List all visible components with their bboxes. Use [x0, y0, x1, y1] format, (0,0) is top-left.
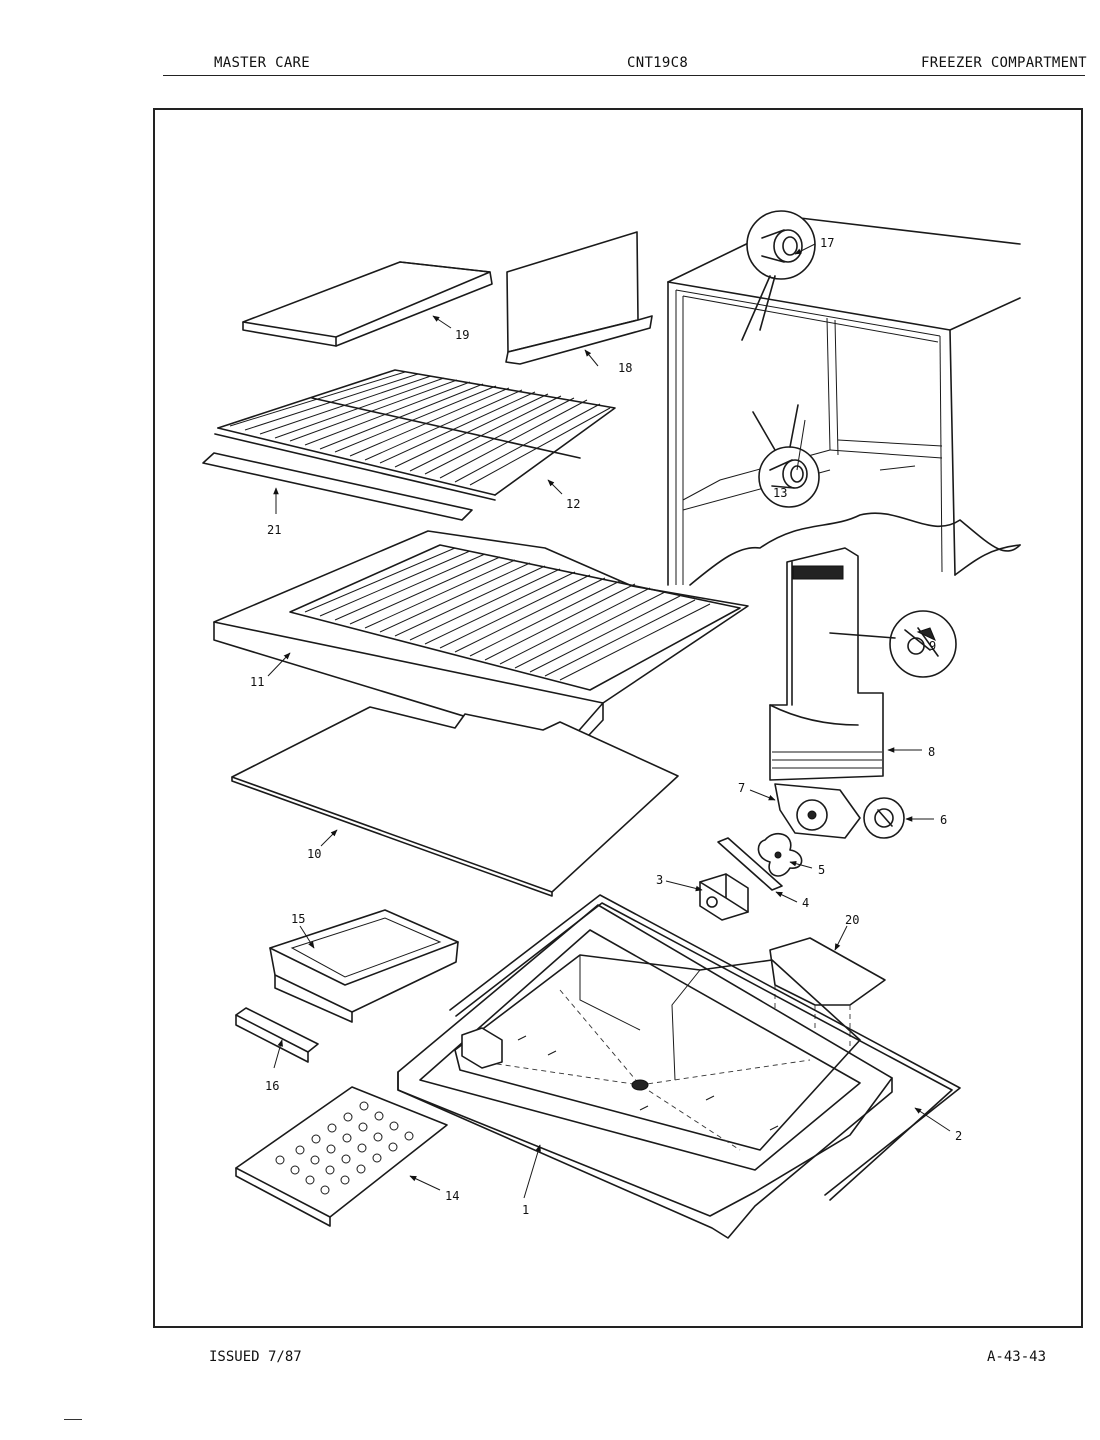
part-13-inset [752, 404, 820, 508]
header-model-number: CNT19C8 [627, 55, 689, 71]
callout-16: 16 [265, 1079, 279, 1093]
diagram-frame [153, 108, 1083, 1328]
part-5-fan-blade [757, 832, 803, 877]
header-rule [163, 75, 1085, 76]
part-1-freezer-floor [397, 904, 893, 1239]
leader-arrows [267, 243, 951, 1199]
callout-8: 8 [928, 745, 935, 759]
callout-6: 6 [940, 813, 947, 827]
callout-10: 10 [307, 847, 321, 861]
part-7-fan-bracket [774, 783, 861, 839]
margin-mark [64, 1419, 82, 1420]
part-18-panel [505, 231, 653, 365]
callout-4: 4 [802, 896, 809, 910]
part-10-glass-pane [231, 706, 679, 897]
footer-page-code: A-43-43 [987, 1349, 1047, 1365]
part-4-bracket [717, 837, 783, 891]
part-16-handle [235, 1007, 319, 1063]
callout-2: 2 [955, 1129, 962, 1143]
callout-3: 3 [656, 873, 663, 887]
callout-1: 1 [522, 1203, 529, 1217]
callout-18: 18 [618, 361, 632, 375]
part-21-front-rail [202, 452, 473, 521]
part-3-fan-motor [699, 873, 749, 921]
part-15-ice-bin [269, 909, 459, 1023]
part-8-air-duct [769, 547, 884, 781]
callout-21: 21 [267, 523, 281, 537]
footer-issued-date: ISSUED 7/87 [209, 1349, 302, 1365]
callout-11: 11 [250, 675, 264, 689]
part-6-inset [863, 797, 905, 839]
callout-15: 15 [291, 912, 305, 926]
part-14-ice-tray [235, 1086, 448, 1227]
freezer-cabinet [667, 217, 1021, 586]
callout-5: 5 [818, 863, 825, 877]
part-2-trim [449, 894, 961, 1201]
header-section-title: FREEZER COMPARTMENT [921, 55, 1087, 71]
part-17-inset [741, 210, 816, 341]
callout-7: 7 [738, 781, 745, 795]
callout-19: 19 [455, 328, 469, 342]
part-19-shelf [242, 261, 493, 347]
callout-12: 12 [566, 497, 580, 511]
callout-20: 20 [845, 913, 859, 927]
callout-17: 17 [820, 236, 834, 250]
callout-9: 9 [929, 639, 936, 653]
callout-14: 14 [445, 1189, 459, 1203]
header-brand: MASTER CARE [214, 55, 311, 71]
callout-13: 13 [773, 486, 787, 500]
part-12-wire-shelf [214, 369, 616, 501]
part-9-inset [829, 610, 957, 678]
